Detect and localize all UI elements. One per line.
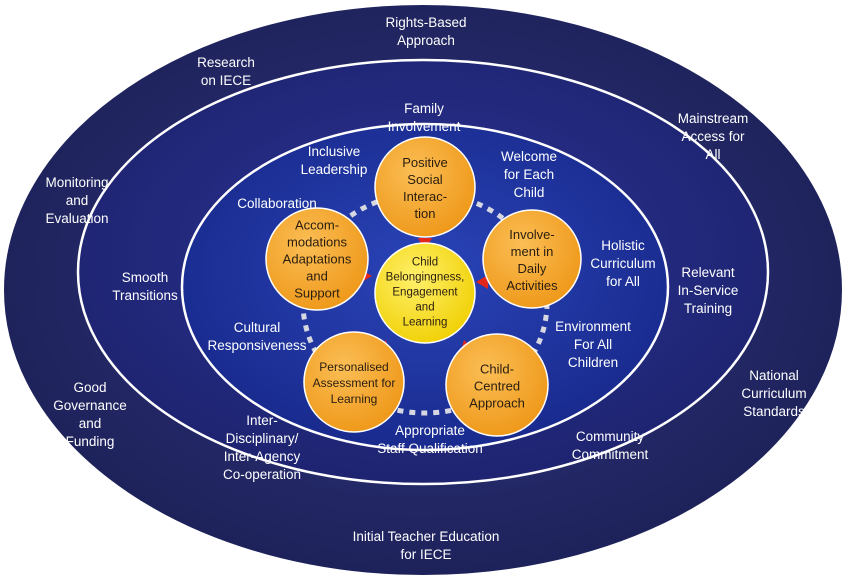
label-monitoring-evaluation: Monitoring and Evaluation (45, 175, 109, 226)
label-good-governance: Good Governance and Funding (53, 380, 127, 449)
label-collaboration: Collaboration (237, 196, 317, 211)
label-holistic-curriculum: Holistic Curriculum for All (590, 238, 656, 289)
node-involvement (482, 209, 582, 309)
label-environment: Environment For All Children (555, 319, 631, 370)
node-label-child-centred: Child- Centred Approach (469, 361, 525, 411)
label-cultural-responsiveness: Cultural Responsiveness (207, 320, 307, 353)
label-inclusive-leadership: Inclusive Leadership (300, 144, 368, 177)
label-research-iece: Research on IECE (197, 55, 255, 88)
label-family-involvement: Family Involvement (387, 101, 461, 134)
center-label: Child Belongingness, Engagement and Lear… (385, 256, 465, 329)
label-mainstream-access: Mainstream Access for All (677, 111, 749, 162)
center-circle (374, 242, 476, 344)
node-label-positive-social: Positive Social Interac- tion (402, 155, 448, 221)
label-national-curriculum: National Curriculum Standards (741, 368, 807, 419)
node-positive-social (374, 136, 476, 238)
node-label-accommodations: Accom- modations Adaptations and Support (282, 217, 352, 301)
node-label-involvement: Involve- ment in Daily Activities (506, 227, 558, 293)
node-label-personalised: Personalised Assessment for Learning (312, 360, 396, 406)
arrow-from-involvement (476, 275, 488, 289)
label-welcome-each-child: Welcome for Each Child (500, 149, 558, 200)
label-rights-based: Rights-Based Approach (385, 15, 467, 48)
label-initial-teacher-education: Initial Teacher Education for IECE (352, 529, 500, 562)
node-personalised (303, 331, 405, 433)
label-smooth-transitions: Smooth Transitions (112, 270, 178, 303)
label-staff-qualification: Appropriate Staff Qualification (377, 423, 483, 456)
node-child-centred (445, 333, 549, 437)
label-relevant-training: Relevant In-Service Training (677, 265, 739, 316)
label-interdisciplinary: Inter- Disciplinary/ Inter-Agency Co-ope… (222, 413, 302, 482)
node-accommodations (265, 207, 369, 311)
label-community-commitment: Community Commitment (571, 429, 649, 462)
